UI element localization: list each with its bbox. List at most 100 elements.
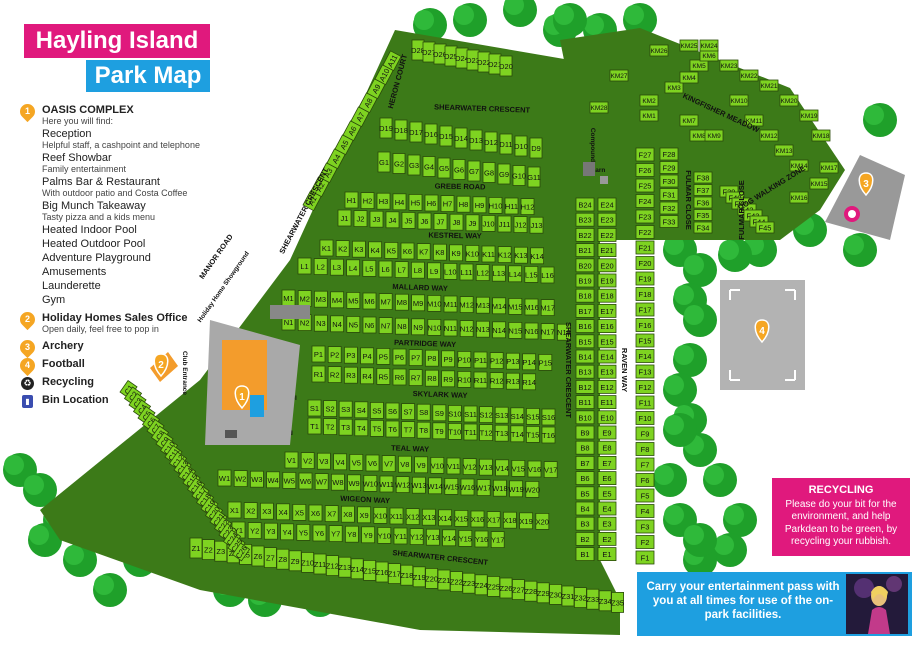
pitch-J5: J5: [401, 211, 416, 229]
pitch-N14: N14: [492, 321, 507, 339]
pitch-F10: F10: [635, 411, 655, 425]
pitch-B24: B24: [575, 197, 595, 212]
pitch-Z21: Z21: [438, 569, 450, 591]
pitch-D22: D22: [477, 51, 491, 73]
pitch-N1: N1: [281, 313, 296, 331]
pitch-G9: G9: [497, 163, 511, 185]
pitch-label: F34: [697, 224, 710, 233]
pitch-label: W13: [411, 481, 426, 490]
pitch-label: Z17: [388, 570, 401, 579]
pitch-label: W18: [492, 484, 507, 493]
pitch-label: D17: [409, 128, 423, 137]
pitch-label: G3: [409, 161, 419, 170]
pitch-H8: H8: [456, 195, 471, 213]
pitch-F14: F14: [635, 349, 655, 363]
tree-icon: [43, 503, 77, 537]
pitch-label: X20: [536, 517, 549, 526]
pitch-R11: R11: [473, 371, 488, 389]
pitch-X4: X4: [276, 503, 291, 521]
legend-oasis-item-name: Amusements: [42, 266, 107, 278]
pitch-P12: P12: [489, 352, 504, 370]
pitch-label: E24: [600, 201, 613, 210]
pitch-label: N10: [427, 323, 441, 332]
pitch-G8: G8: [482, 162, 496, 183]
pitch-label: S12: [479, 411, 492, 420]
pitch-C21: C21: [209, 509, 228, 529]
pitch-label: M14: [492, 302, 507, 311]
pitch-label: B4: [580, 505, 589, 514]
pitch-label: M6: [364, 297, 374, 306]
pitch-label: Y16: [475, 535, 488, 544]
pitch-label: D24: [455, 54, 469, 63]
pitch-label: Z30: [549, 590, 562, 599]
road-label-fulmar1: FULMAR CLOSE: [684, 170, 693, 230]
pitch-label: N3: [316, 319, 326, 328]
pitch-X17: X17: [486, 511, 501, 529]
pitch-D14: D14: [454, 127, 468, 149]
pitch-Z12: Z12: [326, 555, 339, 576]
pitch-label: Y4: [283, 528, 292, 537]
pitch-Z23: Z23: [462, 572, 475, 594]
pitch-E3: E3: [597, 516, 617, 531]
pitch-K7: K7: [416, 243, 431, 261]
pitch-E10: E10: [597, 410, 617, 425]
pitch-label: F27: [639, 151, 652, 160]
pitch-W8: W8: [330, 473, 345, 491]
pitch-label: W1: [219, 474, 230, 483]
pitch-label: F43: [747, 212, 760, 221]
pitch-label: B18: [578, 292, 591, 301]
tree-icon: [303, 583, 337, 617]
pitch-F28: F28: [659, 147, 679, 161]
pitch-label: E8: [602, 444, 611, 453]
pitch-P15: P15: [538, 353, 553, 371]
pitch-label: V9: [417, 461, 426, 470]
pitch-J3: J3: [369, 210, 384, 228]
pitch-X13: X13: [421, 508, 436, 526]
pitch-F20: F20: [635, 256, 655, 270]
pitch-label: KM17: [821, 165, 838, 172]
pitch-label: F13: [639, 368, 652, 377]
pitch-H6: H6: [424, 194, 439, 212]
pitch-label: S14: [511, 412, 524, 421]
pitch-T5: T5: [369, 419, 384, 437]
pitch-J9: J9: [465, 214, 480, 232]
legend-oasis: 1 OASIS COMPLEX Here you will find: Rece…: [16, 100, 210, 306]
pitch-J8: J8: [449, 213, 464, 231]
pitch-label: H8: [459, 200, 469, 209]
road-label-teal: TEAL WAY: [391, 443, 429, 453]
pitch-KM24: KM24: [699, 39, 719, 52]
pitch-V10: V10: [430, 456, 445, 474]
pitch-label: F30: [663, 177, 676, 186]
pitch-R3: R3: [343, 366, 358, 384]
pitch-label: E5: [602, 489, 611, 498]
pitch-KM15: KM15: [809, 177, 829, 190]
pitches-layer: A1A2A3A4A5A6A7A8A9A10A11D28D27D26D25D24D…: [119, 39, 839, 613]
pitch-label: D20: [499, 62, 513, 71]
pitch-T10: T10: [447, 422, 462, 440]
pitch-Z22: Z22: [450, 571, 463, 592]
pitch-label: L13: [493, 269, 506, 278]
pitch-label: S1: [310, 404, 319, 413]
svg-text:1: 1: [239, 392, 245, 403]
pitch-D16: D16: [424, 123, 438, 145]
pitch-label: Y6: [315, 529, 324, 538]
pitch-label: V8: [400, 460, 409, 469]
pitch-label: W3: [251, 475, 262, 484]
pitch-label: V14: [495, 464, 508, 473]
pitch-Z9: Z9: [288, 550, 302, 572]
pitch-P6: P6: [392, 348, 407, 366]
pitch-label: S3: [341, 405, 350, 414]
legend-oasis-item-name: Palms Bar & Restaurant: [42, 176, 160, 188]
pitch-KM10: KM10: [729, 94, 749, 107]
pitch-B1: B1: [575, 547, 595, 561]
pitch-KM2: KM2: [639, 94, 659, 107]
pitch-E19: E19: [597, 273, 617, 288]
pitch-V12: V12: [462, 458, 477, 476]
pitch-label: Z23: [462, 579, 475, 588]
pitch-label: E21: [600, 246, 613, 255]
road-label-kestrel: KESTREL WAY: [428, 231, 482, 241]
pitch-A6: A6: [342, 120, 362, 142]
pitch-label: M15: [508, 302, 523, 311]
pitch-label: Z27: [512, 586, 525, 595]
pitch-Z6: Z6: [251, 545, 265, 567]
